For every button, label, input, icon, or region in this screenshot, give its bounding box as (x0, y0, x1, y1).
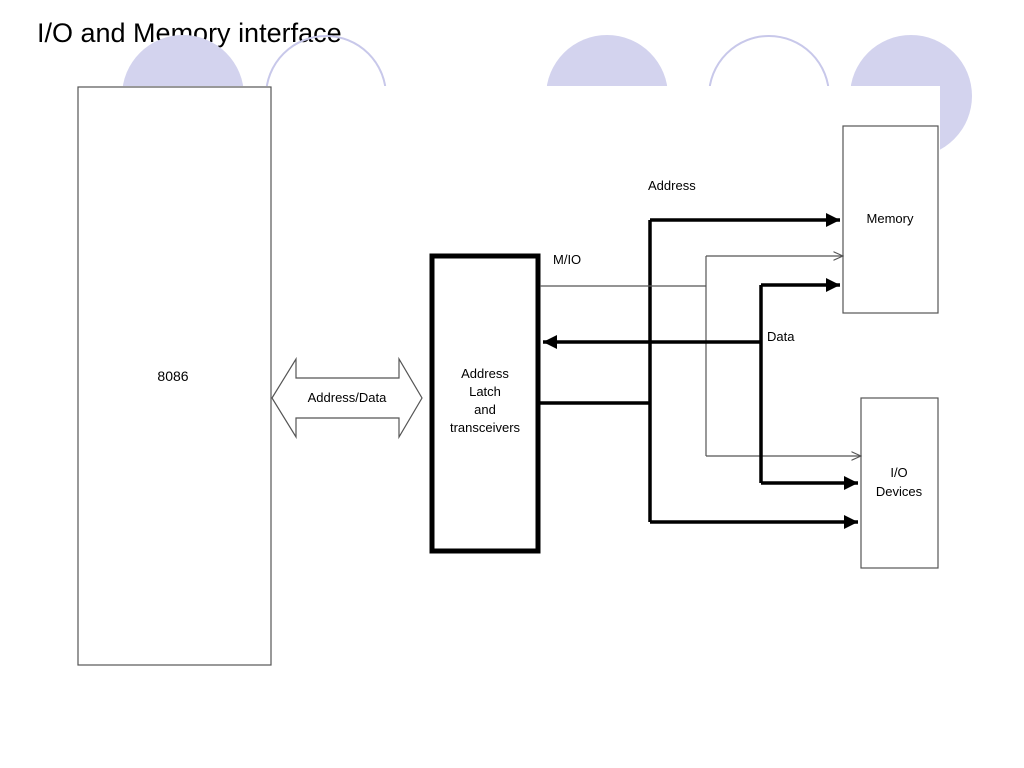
latch-label-line-1: Address (461, 366, 509, 381)
address-bus-label: Address (648, 178, 696, 193)
latch-label-line-2: Latch (469, 384, 501, 399)
address-data-bus-label: Address/Data (308, 390, 388, 405)
data-bus (543, 278, 858, 490)
io-label-line-1: I/O (890, 465, 907, 480)
cpu-block (77, 86, 272, 666)
mio-signal (540, 256, 861, 456)
cpu-label: 8086 (157, 368, 188, 384)
memory-block (842, 125, 939, 314)
data-bus-label: Data (767, 329, 795, 344)
io-label-line-2: Devices (876, 484, 923, 499)
latch-label-line-3: and (474, 402, 496, 417)
latch-label-line-4: transceivers (450, 420, 521, 435)
io-block (860, 397, 939, 569)
mio-label: M/IO (553, 252, 581, 267)
memory-label: Memory (867, 211, 914, 226)
latch-block (429, 253, 541, 554)
address-bus (540, 213, 858, 529)
address-data-bus-arrow (271, 356, 423, 440)
